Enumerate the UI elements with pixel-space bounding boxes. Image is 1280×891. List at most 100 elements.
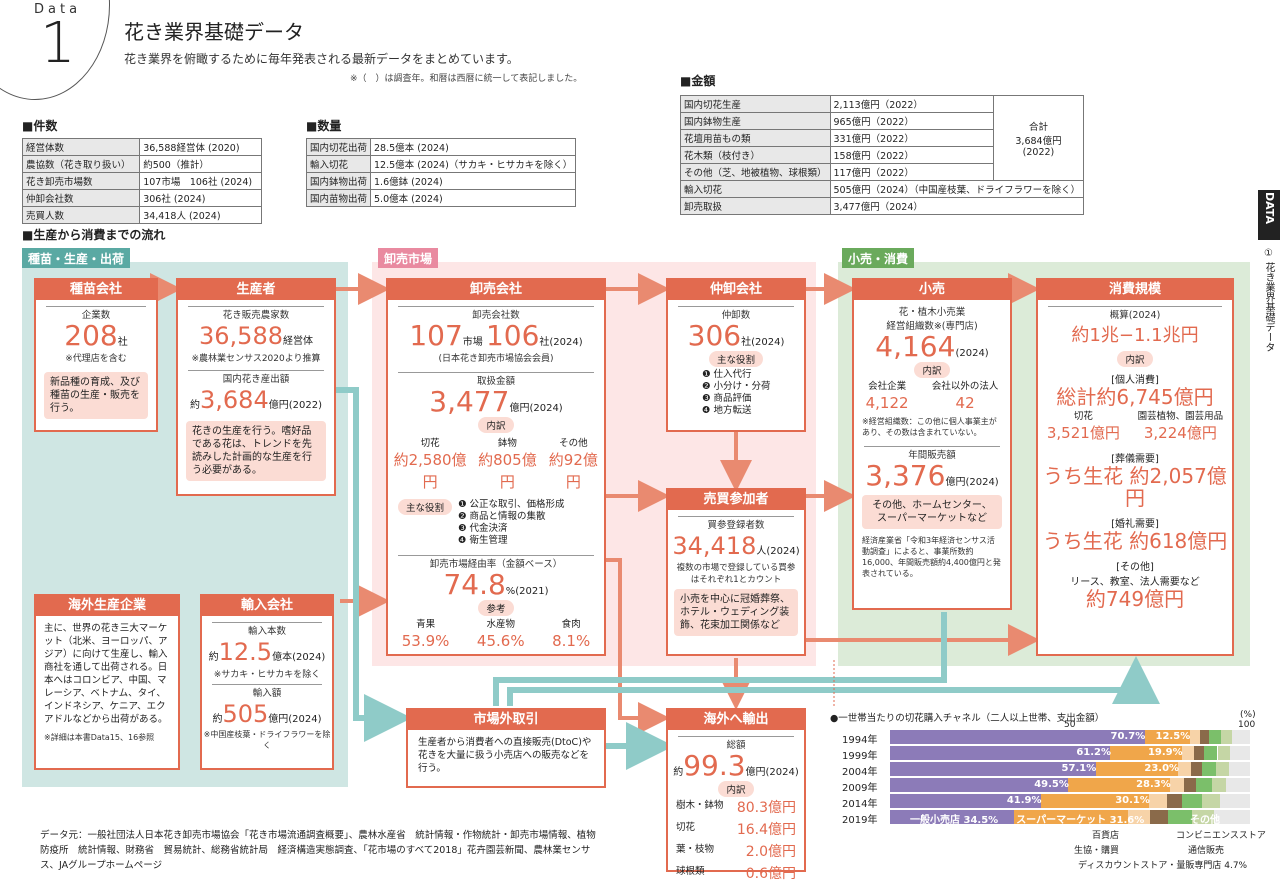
wholesaler-companies: 106 xyxy=(485,319,540,352)
bar-supermarket xyxy=(1144,730,1190,744)
count_table-cell: 経営体数 xyxy=(21,138,141,156)
chart-year: 1994年 xyxy=(842,735,878,746)
retail-k2: 会社以外の法人 xyxy=(931,381,999,392)
importer-prefix: 約 xyxy=(208,652,219,663)
count_table-cell: 34,418人 (2024) xyxy=(139,206,262,224)
retail-box: 小売 花・植木小売業 経営組織数※(専門店) 4,164(2024) 内訳 会社… xyxy=(852,278,1012,610)
wholesaler-u1: 市場 xyxy=(462,337,483,348)
bar-general-store xyxy=(890,778,1069,792)
wholesaler-box: 卸売会社 卸売会社数 107市場 106社(2024) (日本花き卸売市場協会会… xyxy=(386,278,606,656)
bar-other xyxy=(1189,730,1201,744)
wholesaler-r1: 青果 xyxy=(416,619,436,630)
side-tab-label: DATA xyxy=(1263,192,1276,224)
bar-general-store xyxy=(890,794,1041,808)
wholesaler-note: (日本花き卸売市場協会会員) xyxy=(438,354,554,364)
seed-company-label: 企業数 xyxy=(46,306,146,321)
wholesaler-role-3: ❸ 代金決済 xyxy=(458,523,508,534)
bar-other xyxy=(1221,730,1232,744)
importer-note: ※サカキ・ヒサカキを除く xyxy=(213,670,321,680)
bar-label-general: 41.9% xyxy=(1006,795,1042,806)
retail-unit: (2024) xyxy=(955,348,989,359)
page-title: 花き業界基礎データ xyxy=(124,20,304,44)
data-number: 1 xyxy=(40,11,76,76)
producer-label: 花き販売農家数 xyxy=(188,306,324,321)
bar-other xyxy=(1215,762,1229,776)
bar-other xyxy=(1196,778,1212,792)
retail-label: 花・植木小売業 経営組織数※(専門店) xyxy=(886,307,978,332)
wholesaler-u2: 社(2024) xyxy=(539,337,583,348)
buyer-note: 複数の市場で登録している買参はそれぞれ1とカウント xyxy=(676,563,796,585)
qty_table-cell: 輸入切花 xyxy=(305,155,372,173)
wholesaler-title: 卸売会社 xyxy=(388,280,604,300)
buyer-box: 売買参加者 買参登録者数 34,418人(2024) 複数の市場で登録している買… xyxy=(666,488,806,656)
middle-role-4: ❹ 地方転送 xyxy=(702,405,752,416)
export-row-value: 2.0億円 xyxy=(745,844,796,860)
wholesaler-rate: 74.8 xyxy=(443,568,506,601)
bar-other xyxy=(1204,746,1218,760)
bar-other xyxy=(1201,794,1220,808)
bar-supermarket xyxy=(1110,746,1182,760)
middle-role-3: ❸ 商品評価 xyxy=(702,393,752,404)
producer-output-unit: 億円(2022) xyxy=(268,400,322,411)
importer-unit: 億本(2024) xyxy=(272,652,326,663)
bar-label-general: 61.2% xyxy=(1076,747,1112,758)
wholesaler-rate-unit: %(2021) xyxy=(505,586,549,597)
seed-company-unit: 社 xyxy=(117,337,128,348)
bar-other xyxy=(1181,746,1195,760)
region-retail-tag: 小売・消費 xyxy=(842,248,915,268)
bar-other xyxy=(1219,794,1250,808)
wholesaler-role-2: ❷ 商品と情報の集散 xyxy=(458,511,546,522)
importer-label: 輸入本数 xyxy=(212,622,322,637)
bar-other xyxy=(1184,778,1197,792)
retail-count: 4,164 xyxy=(875,330,956,363)
wholesaler-rv2: 45.6% xyxy=(476,632,525,650)
wholesaler-role-4: ❹ 衛生管理 xyxy=(458,535,508,546)
wholesaler-role-label: 主な役割 xyxy=(398,499,453,515)
producer-label2: 国内花き産出額 xyxy=(188,370,324,385)
wholesaler-rv1: 53.9% xyxy=(401,632,450,650)
export-prefix: 約 xyxy=(673,767,684,778)
seed-company-count: 208 xyxy=(64,319,118,352)
side-text: ① 花き業界基礎データ xyxy=(1263,248,1274,353)
chart-year: 1999年 xyxy=(842,751,878,762)
bar-other xyxy=(1209,730,1222,744)
consumption-p4v: 約749億円 xyxy=(1085,587,1185,611)
wholesaler-label: 卸売会社数 xyxy=(398,306,594,321)
wholesaler-role-1: ❶ 公正な取引、価格形成 xyxy=(458,499,565,510)
legend-discount: ディスカウントストア・量販専門店 4.7% xyxy=(1078,861,1248,871)
importer-amount-unit: 億円(2024) xyxy=(268,714,322,725)
bar-other xyxy=(1213,810,1250,824)
consumption-p1bv: 3,224億円 xyxy=(1143,424,1217,442)
bar-supermarket xyxy=(1040,794,1150,808)
bar-other xyxy=(1200,730,1210,744)
chart-tick-100: 100 xyxy=(1238,720,1256,730)
wholesaler-b2: 鉢物 xyxy=(497,438,517,449)
legend-coop: 生協・購買 xyxy=(1074,846,1120,856)
bar-other xyxy=(1127,810,1150,824)
bar-other xyxy=(1191,810,1214,824)
side-tab: DATA xyxy=(1258,190,1280,240)
bar-other xyxy=(1170,778,1185,792)
chart-year: 2019年 xyxy=(842,815,878,826)
importer-box: 輸入会社 輸入本数 約12.5億本(2024) ※サカキ・ヒサカキを除く 輸入額… xyxy=(200,594,334,770)
consumption-p2v: うち生花 約2,057億円 xyxy=(1043,464,1227,510)
wholesaler-breakdown: 内訳 xyxy=(478,417,514,433)
consumption-title: 消費規模 xyxy=(1038,280,1232,300)
wholesaler-rv3: 8.1% xyxy=(552,632,591,650)
overseas-desc: 主に、世界の花き三大マーケット（北米、ヨーロッパ、アジア）に向けて生産し、輸入商… xyxy=(44,623,168,725)
seed-company-box: 種苗会社 企業数 208社 ※代理店を含む 新品種の育成、及び種苗の生産・販売を… xyxy=(34,278,158,432)
overseas-box: 海外生産企業 主に、世界の花き三大マーケット（北米、ヨーロッパ、アジア）に向けて… xyxy=(34,594,180,770)
wholesaler-r3: 食肉 xyxy=(561,619,581,630)
chart-tick-50: 50 xyxy=(1064,720,1076,730)
consumption-p3: [婚礼需要] xyxy=(1111,519,1159,530)
importer-title: 輸入会社 xyxy=(202,596,332,616)
qty_table-cell: 5.0億本 (2024) xyxy=(370,189,577,207)
retail-title: 小売 xyxy=(854,280,1010,300)
bar-other xyxy=(1231,730,1250,744)
wholesaler-label3: 卸売市場経由率（金額ベース） xyxy=(398,555,594,570)
